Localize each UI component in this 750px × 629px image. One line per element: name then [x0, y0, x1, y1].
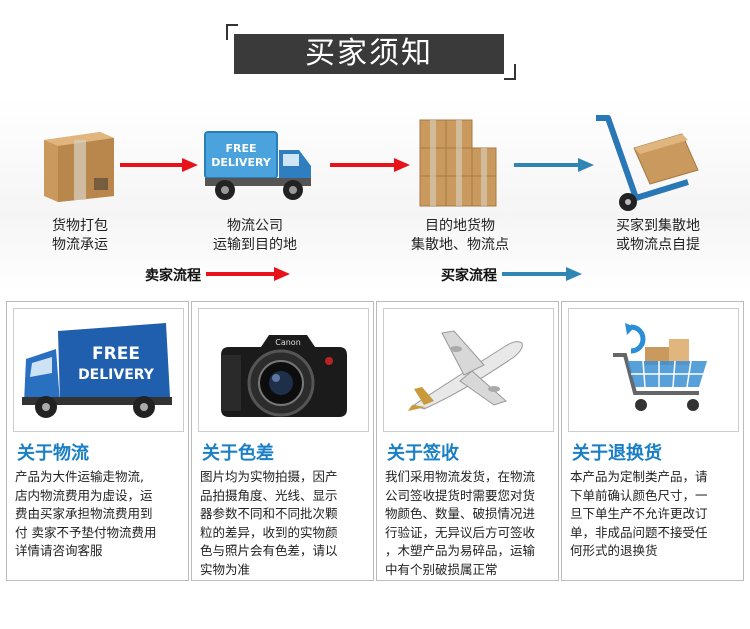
truck-text-free: FREE	[225, 142, 256, 155]
signing-card: 关于签收 我们采用物流发货，在物流 公司签收提货时需要您对货 物颜色、数量、破损…	[376, 301, 559, 581]
airplane-icon	[408, 330, 523, 411]
card-truck-text-free: FREE	[92, 344, 140, 364]
card-title: 关于签收	[387, 443, 459, 464]
card-text: 我们采用物流发货，在物流 公司签收提货时需要您对货 物颜色、数量、破损情况进 行…	[385, 468, 555, 579]
bracket-top-left	[226, 24, 238, 40]
shopping-cart-icon	[613, 323, 707, 411]
card-text-line: 本产品为定制类产品，请	[570, 469, 708, 484]
card-text-line: 旦下单生产不允许更改订	[570, 506, 708, 521]
card-text-line: 何形式的退换货	[570, 543, 658, 558]
card-title: 关于退换货	[572, 443, 662, 464]
step-2-line-2: 运输到目的地	[213, 237, 297, 253]
card-image	[383, 308, 554, 432]
blue-arrow-icon	[502, 267, 582, 281]
hand-truck-icon	[596, 115, 699, 211]
step-1-label: 货物打包 物流承运	[30, 217, 130, 255]
card-text-line: 粒的差异，收到的实物颜	[200, 524, 338, 540]
card-text-line: 下单前确认颜色尺寸，一	[570, 487, 708, 503]
camera-icon: Canon	[221, 335, 347, 417]
card-text-line: ，木塑产品为易碎品，运输	[385, 543, 536, 558]
step-1-line-2: 物流承运	[52, 237, 108, 253]
card-text-line: 行验证，无异议后方可签收	[385, 524, 536, 540]
card-text-line: 费由买家承担物流费用到	[15, 506, 153, 521]
step-4-line-2: 或物流点自提	[616, 237, 700, 253]
card-text-line: 物颜色、数量、破损情况进	[385, 506, 536, 521]
card-truck-text-delivery: DELIVERY	[78, 367, 155, 383]
buyer-process-label: 买家流程	[441, 268, 497, 284]
step-3-label: 目的地货物 集散地、物流点	[400, 217, 520, 255]
card-title: 关于色差	[202, 443, 274, 464]
card-text-line: 单，非成品问题不接受任	[570, 524, 708, 540]
red-arrow-icon	[206, 267, 290, 281]
card-text-line: 图片均为实物拍摄，因产	[200, 469, 338, 484]
card-title: 关于物流	[17, 443, 89, 464]
step-2-label: 物流公司 运输到目的地	[200, 217, 310, 255]
red-arrow-icon	[120, 158, 198, 172]
card-text-line: 公司签收提货时需要您对货	[385, 487, 536, 503]
red-arrow-icon	[330, 158, 410, 172]
card-text-line: 产品为大件运输走物流,	[15, 469, 144, 484]
card-image	[568, 308, 739, 432]
step-1-line-1: 货物打包	[52, 218, 108, 234]
logistics-card: FREE DELIVERY 关于物流 产品为大件运输走物流, 店内物流费用为虚设…	[6, 301, 189, 581]
card-text-line: 详情请咨询客服	[15, 543, 103, 558]
free-delivery-truck-icon: FREE DELIVERY	[22, 323, 172, 418]
step-2-line-1: 物流公司	[227, 218, 283, 234]
card-text-line: 付 卖家不予垫付物流费用	[15, 524, 157, 540]
package-box-icon	[44, 132, 114, 202]
card-text-line: 器参数不同和不同批次颗	[200, 506, 338, 521]
card-image: FREE DELIVERY	[13, 308, 184, 432]
title-frame: 买家须知	[226, 24, 516, 80]
card-text-line: 实物为准	[200, 561, 251, 577]
returns-card: 关于退换货 本产品为定制类产品，请 下单前确认颜色尺寸，一 旦下单生产不允许更改…	[561, 301, 744, 581]
blue-arrow-icon	[514, 158, 594, 172]
card-text-line: 店内物流费用为虚设，运	[15, 487, 153, 503]
step-3-line-1: 目的地货物	[425, 218, 495, 234]
step-4-line-1: 买家到集散地	[616, 218, 700, 234]
delivery-truck-icon: FREE DELIVERY	[204, 131, 311, 200]
page-title: 买家须知	[234, 34, 504, 74]
camera-brand: Canon	[275, 338, 301, 347]
bracket-bottom-right	[504, 64, 516, 80]
card-text-line: 我们采用物流发货，在物流	[385, 469, 536, 484]
seller-process-label: 卖家流程	[145, 268, 201, 284]
card-text-line: 色与照片会有色差，请以	[200, 543, 338, 558]
card-text: 本产品为定制类产品，请 下单前确认颜色尺寸，一 旦下单生产不允许更改订 单，非成…	[570, 468, 740, 561]
truck-text-delivery: DELIVERY	[211, 156, 272, 169]
step-3-line-2: 集散地、物流点	[411, 237, 509, 253]
stacked-boxes-icon	[419, 119, 497, 207]
card-text-line: 品拍摄角度、光线、显示	[200, 487, 338, 503]
card-text-line: 中有个别破损属正常	[385, 561, 498, 577]
card-text: 产品为大件运输走物流, 店内物流费用为虚设，运 费由买家承担物流费用到 付 卖家…	[15, 468, 185, 561]
step-4-label: 买家到集散地 或物流点自提	[598, 217, 718, 255]
card-image: Canon	[198, 308, 369, 432]
color-difference-card: Canon 关于色差 图片均为实物拍摄，因产 品拍摄角度、光线、显示 器参数不同…	[191, 301, 374, 581]
card-text: 图片均为实物拍摄，因产 品拍摄角度、光线、显示 器参数不同和不同批次颗 粒的差异…	[200, 468, 370, 579]
